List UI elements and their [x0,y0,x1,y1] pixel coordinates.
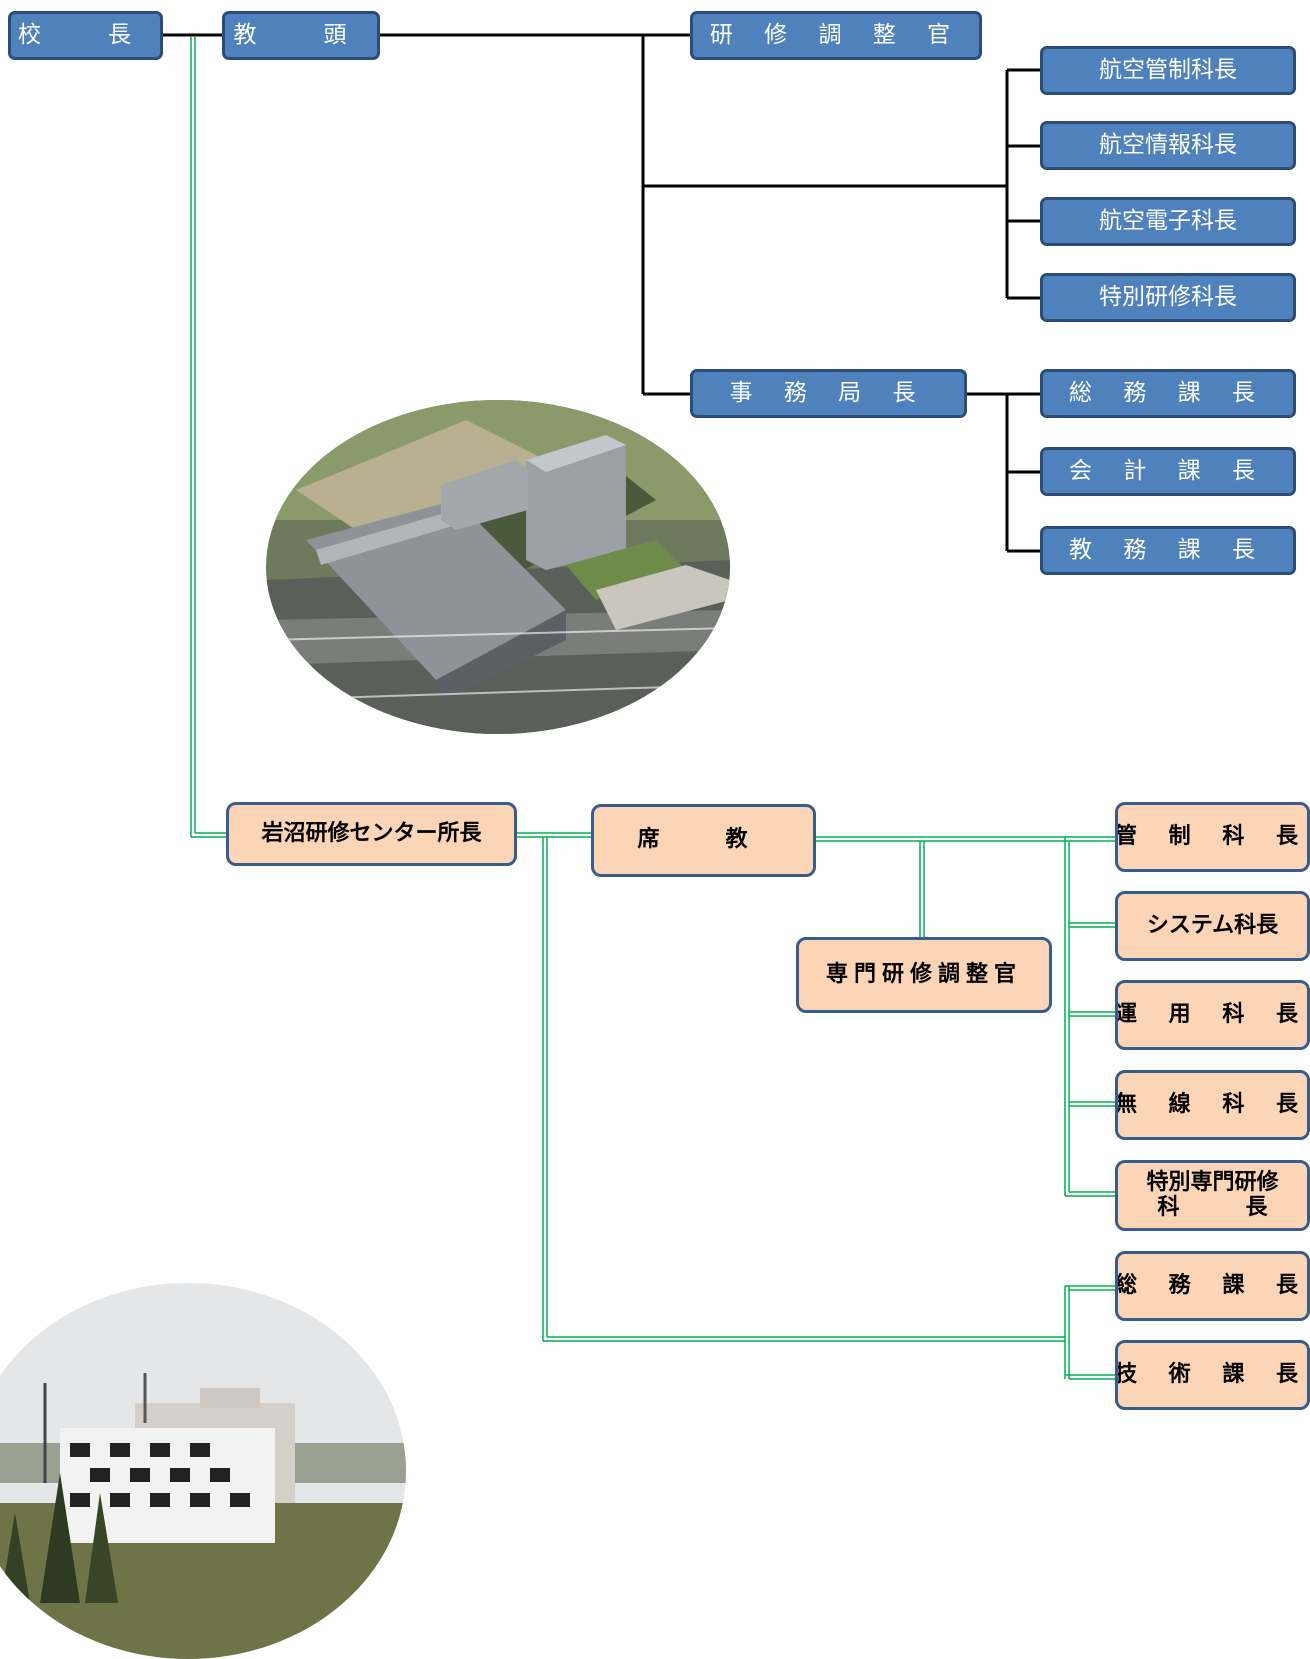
iwanuma-admin-box: 総 務 課 長 [1115,1251,1310,1321]
secretariat-section-label: 総 務 課 長 [1069,381,1267,406]
secretariat-section-label: 教 務 課 長 [1069,538,1267,563]
iwanuma-section-box: 運 用 科 長 [1115,980,1310,1050]
training-coordinator-box: 研 修 調 整 官 [690,11,982,60]
iwanuma-section-label: 管 制 科 長 [1115,825,1310,849]
iwanuma-admin-label: 技 術 課 長 [1115,1363,1310,1387]
iwanuma-section-label: 運 用 科 長 [1115,1003,1310,1027]
iwanuma-connectors [191,36,1115,1379]
iwanuma-section-box: 管 制 科 長 [1115,802,1310,872]
hq-section-label: 特別研修科長 [1099,285,1237,310]
hq-section-box: 航空情報科長 [1040,121,1296,170]
hq-aerial-photo-drawing [266,400,730,734]
iwanuma-admin-label: 総 務 課 長 [1115,1274,1310,1298]
hq-section-box: 航空管制科長 [1040,46,1296,95]
principal-label: 校 長 [18,23,153,48]
hq-section-box: 特別研修科長 [1040,273,1296,322]
chief-instructor-label: 首 席 教 官 [591,828,816,852]
center-director-box: 岩沼研修センター所長 [226,802,517,866]
hq-section-label: 航空情報科長 [1099,133,1237,158]
secretariat-section-box: 総 務 課 長 [1040,369,1296,418]
secretariat-section-label: 会 計 課 長 [1069,459,1267,484]
special-section-label-line1: 特別専門研修 [1146,1171,1278,1195]
center-director-label: 岩沼研修センター所長 [261,822,481,846]
iwanuma-section-box: 無 線 科 長 [1115,1070,1310,1140]
specialist-coordinator-box: 専門研修調整官 [796,937,1052,1013]
hq-section-label: 航空管制科長 [1099,58,1237,83]
principal-box: 校 長 [8,11,163,60]
vice-principal-label: 教 頭 [234,23,369,48]
hq-section-box: 航空電子科長 [1040,197,1296,246]
training-coordinator-label: 研 修 調 整 官 [710,23,962,48]
hq-aerial-photo [266,400,730,734]
specialist-coordinator-label: 専門研修調整官 [826,963,1022,987]
secretariat-head-box: 事 務 局 長 [690,369,967,418]
special-section-box: 特別専門研修 科 長 [1115,1160,1310,1231]
secretariat-section-box: 教 務 課 長 [1040,526,1296,575]
hq-section-label: 航空電子科長 [1099,209,1237,234]
chief-instructor-box: 首 席 教 官 [591,804,816,877]
iwanuma-section-label: 無 線 科 長 [1115,1093,1310,1117]
special-section-label-line2: 科 長 [1157,1196,1267,1220]
iwanuma-section-box: システム科長 [1115,891,1310,961]
secretariat-head-label: 事 務 局 長 [730,381,928,406]
vice-principal-box: 教 頭 [222,11,380,60]
iwanuma-admin-box: 技 術 課 長 [1115,1340,1310,1410]
iwanuma-section-label: システム科長 [1147,914,1278,938]
secretariat-section-box: 会 計 課 長 [1040,447,1296,496]
